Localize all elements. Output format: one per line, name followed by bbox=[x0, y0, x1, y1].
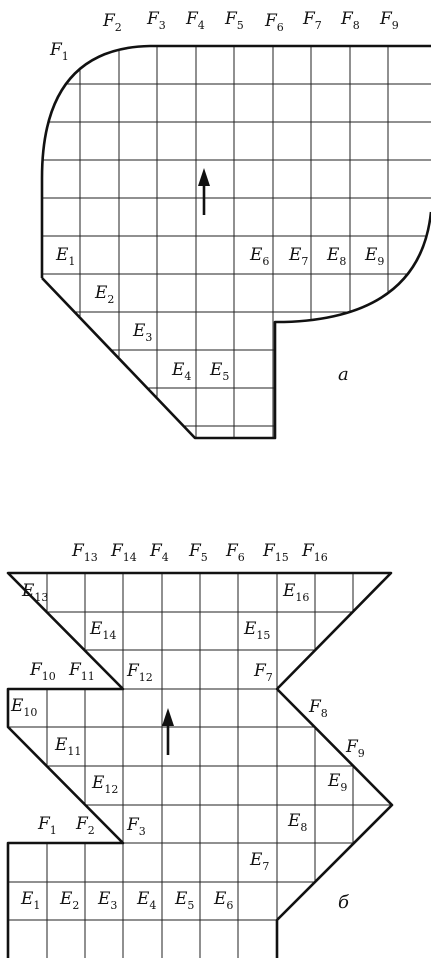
figure-b-outline bbox=[6, 571, 394, 958]
figure-b-label-f4: F4 bbox=[149, 541, 169, 564]
figure-b-label-e8: E8 bbox=[287, 811, 307, 834]
figure-b-label-f16: F16 bbox=[301, 541, 328, 564]
figure-a-label-f1: F1 bbox=[49, 40, 69, 63]
figure-a-outline bbox=[40, 44, 431, 440]
figure-b-label-e7: E7 bbox=[249, 850, 269, 873]
figure-a-grid bbox=[42, 46, 431, 438]
figure-b-label-f13: F13 bbox=[71, 541, 98, 564]
figure-a-caption: a bbox=[338, 364, 349, 385]
figure-b-label-e9: E9 bbox=[327, 771, 347, 794]
figure-b-label-e3: E3 bbox=[97, 889, 117, 912]
figure-b-label-e12: E12 bbox=[91, 773, 118, 796]
figure-b-label-e11: E11 bbox=[54, 735, 81, 758]
figure-a-label-f4: F4 bbox=[185, 9, 205, 32]
figure-a-label-e2: E2 bbox=[94, 283, 114, 306]
figure-b-label-f12: F12 bbox=[126, 661, 153, 684]
figure-b-arrowhead bbox=[162, 708, 174, 726]
figure-a-label-e7: E7 bbox=[288, 245, 308, 268]
figure-a-label-f6: F6 bbox=[264, 11, 284, 34]
figure-b-label-e14: E14 bbox=[89, 619, 116, 642]
figure-a-label-f2: F2 bbox=[102, 11, 122, 34]
figure-b-label-e16: E16 bbox=[282, 581, 309, 604]
figure-b: F13 F14 F4 F5 F6 F15 F16 F10 F11 F12 F7 … bbox=[6, 541, 394, 958]
figure-a-label-f5: F5 bbox=[224, 9, 244, 32]
figure-a: F1 F2 F3 F4 F5 F6 F7 F8 F9 E1 E2 E3 E4 E… bbox=[40, 9, 431, 440]
figure-b-label-f2: F2 bbox=[75, 814, 95, 837]
figure-a-label-f8: F8 bbox=[340, 9, 360, 32]
figure-a-label-f7: F7 bbox=[302, 9, 322, 32]
figure-a-label-e4: E4 bbox=[171, 360, 191, 383]
figure-b-label-f3: F3 bbox=[126, 815, 146, 838]
figure-b-label-f5: F5 bbox=[188, 541, 208, 564]
figure-b-label-f9: F9 bbox=[345, 737, 365, 760]
figure-b-label-e4: E4 bbox=[136, 889, 156, 912]
figure-b-label-e2: E2 bbox=[59, 889, 79, 912]
figure-b-label-e13: E13 bbox=[21, 581, 48, 604]
figure-b-label-e15: E15 bbox=[243, 619, 270, 642]
figure-b-label-f10: F10 bbox=[29, 660, 56, 683]
figure-a-label-f3: F3 bbox=[146, 9, 166, 32]
figure-a-label-e5: E5 bbox=[209, 360, 229, 383]
figure-a-label-e3: E3 bbox=[132, 321, 152, 344]
figure-a-arrowhead bbox=[198, 168, 210, 186]
figure-b-label-f6: F6 bbox=[225, 541, 245, 564]
figure-b-label-e6: E6 bbox=[213, 889, 233, 912]
figure-b-label-f1: F1 bbox=[37, 814, 57, 837]
figure-b-label-e1: E1 bbox=[20, 889, 40, 912]
figure-b-label-e5: E5 bbox=[174, 889, 194, 912]
figure-b-label-f11: F11 bbox=[68, 660, 95, 683]
figure-b-label-e10: E10 bbox=[10, 696, 37, 719]
figure-b-caption: б bbox=[338, 892, 350, 913]
figure-b-label-f7: F7 bbox=[253, 661, 273, 684]
figure-b-label-f14: F14 bbox=[110, 541, 137, 564]
figure-b-label-f8: F8 bbox=[308, 697, 328, 720]
figure-a-label-e6: E6 bbox=[249, 245, 269, 268]
figure-a-label-e1: E1 bbox=[55, 245, 75, 268]
figure-a-label-e8: E8 bbox=[326, 245, 346, 268]
figure-b-label-f15: F15 bbox=[262, 541, 289, 564]
figure-a-label-f9: F9 bbox=[379, 9, 399, 32]
figure-a-label-e9: E9 bbox=[364, 245, 384, 268]
